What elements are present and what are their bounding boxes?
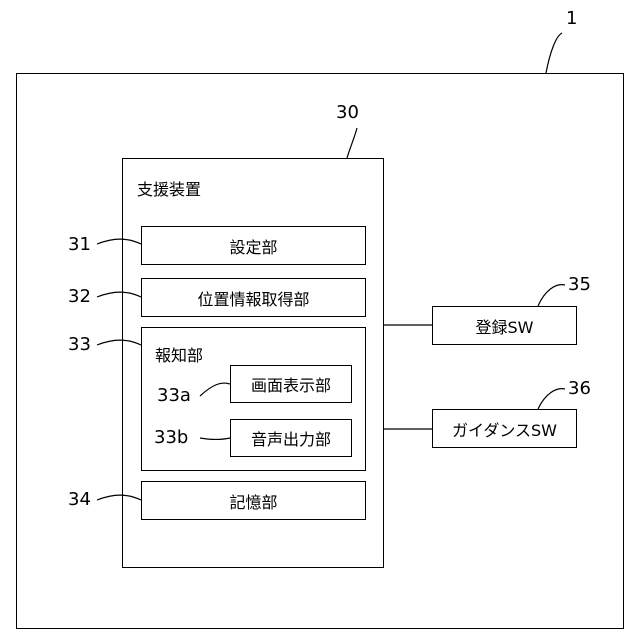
ref-35: 35 — [568, 276, 591, 294]
support-device-title: 支援装置 — [137, 176, 201, 200]
notification-unit-title: 報知部 — [155, 342, 203, 366]
guidance-sw-box: ガイダンスSW — [432, 409, 577, 448]
register-sw-box: 登録SW — [432, 306, 577, 345]
guidance-sw-label: ガイダンスSW — [452, 417, 557, 441]
ref-34: 34 — [68, 491, 91, 509]
audio-output-unit-box: 音声出力部 — [230, 419, 352, 457]
ref-30: 30 — [336, 104, 359, 122]
setting-unit-box: 設定部 — [141, 226, 366, 265]
leader-1 — [546, 33, 562, 73]
screen-display-unit-box: 画面表示部 — [230, 365, 352, 403]
ref-36: 36 — [568, 380, 591, 398]
setting-unit-label: 設定部 — [229, 234, 277, 258]
ref-1: 1 — [566, 10, 577, 28]
screen-display-unit-label: 画面表示部 — [251, 372, 331, 396]
audio-output-unit-label: 音声出力部 — [251, 426, 331, 450]
storage-unit-box: 記憶部 — [141, 481, 366, 520]
position-info-unit-box: 位置情報取得部 — [141, 278, 366, 317]
register-sw-label: 登録SW — [476, 314, 534, 338]
ref-33b: 33b — [154, 429, 188, 447]
ref-33: 33 — [68, 336, 91, 354]
storage-unit-label: 記憶部 — [229, 489, 277, 513]
ref-33a: 33a — [157, 387, 191, 405]
position-info-unit-label: 位置情報取得部 — [197, 286, 309, 310]
ref-31: 31 — [68, 236, 91, 254]
ref-32: 32 — [68, 288, 91, 306]
